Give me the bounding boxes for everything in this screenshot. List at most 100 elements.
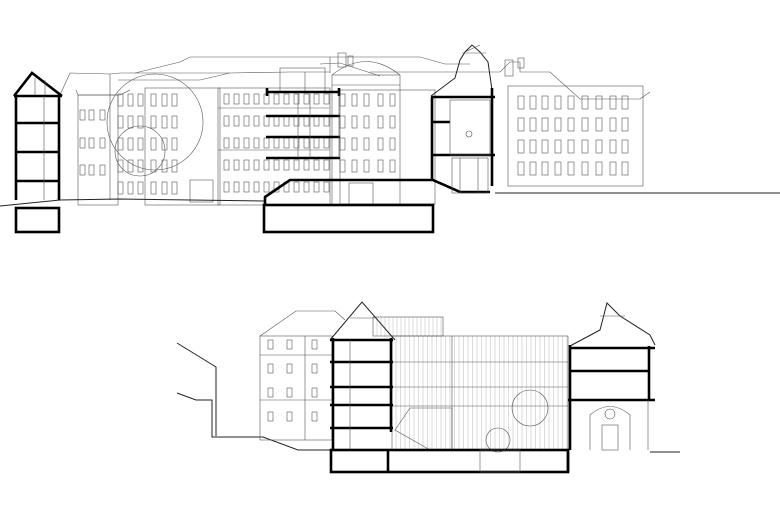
window — [323, 159, 330, 171]
window — [581, 161, 589, 176]
window — [127, 159, 134, 173]
window — [595, 161, 603, 176]
window — [609, 95, 617, 110]
window — [253, 115, 260, 127]
window — [79, 164, 86, 176]
window — [253, 137, 260, 149]
lower-section — [176, 301, 680, 474]
window — [313, 115, 320, 127]
window — [621, 117, 629, 132]
window — [517, 161, 525, 176]
window — [161, 115, 168, 129]
window — [223, 93, 230, 105]
window — [286, 363, 293, 374]
window — [99, 109, 106, 121]
window — [150, 137, 157, 151]
window — [171, 93, 178, 107]
window — [351, 137, 358, 151]
window — [273, 93, 280, 105]
window — [351, 93, 358, 107]
window — [233, 181, 240, 193]
window — [79, 109, 86, 121]
window — [517, 95, 525, 110]
window — [79, 137, 86, 149]
window — [389, 159, 396, 173]
window — [567, 117, 575, 132]
window — [161, 181, 168, 195]
window — [581, 117, 589, 132]
window — [171, 181, 178, 195]
window — [621, 95, 629, 110]
underground-volume — [262, 203, 435, 234]
lower-left-cut-building — [329, 301, 396, 450]
window — [529, 161, 537, 176]
window — [171, 137, 178, 151]
window — [283, 93, 290, 105]
window — [377, 93, 384, 107]
window — [253, 159, 260, 171]
window — [303, 137, 310, 149]
window — [127, 93, 134, 107]
window — [283, 115, 290, 127]
window — [303, 181, 310, 193]
window — [117, 137, 124, 151]
window — [323, 137, 330, 149]
window — [117, 181, 124, 195]
middle-cut-building — [265, 67, 341, 160]
window — [389, 93, 396, 107]
window — [99, 137, 106, 149]
window — [286, 411, 293, 422]
window — [243, 115, 250, 127]
window — [313, 181, 320, 193]
window — [621, 161, 629, 176]
window — [233, 159, 240, 171]
window — [88, 137, 95, 149]
window — [283, 137, 290, 149]
window — [609, 117, 617, 132]
window — [351, 159, 358, 173]
window — [567, 95, 575, 110]
window — [293, 159, 300, 171]
window — [313, 159, 320, 171]
window — [363, 137, 370, 151]
window — [161, 93, 168, 107]
window — [293, 93, 300, 105]
window — [243, 181, 250, 193]
window — [595, 139, 603, 154]
window — [137, 159, 144, 173]
window — [223, 159, 230, 171]
window — [311, 411, 318, 422]
window — [581, 95, 589, 110]
window — [127, 115, 134, 129]
window — [377, 137, 384, 151]
window — [517, 139, 525, 154]
lower-right-cut-building — [568, 302, 656, 451]
window — [541, 161, 549, 176]
window — [339, 93, 346, 107]
podium-roof — [263, 178, 490, 204]
upper-background-buildings — [59, 52, 651, 206]
window — [554, 95, 562, 110]
window — [595, 117, 603, 132]
window — [303, 115, 310, 127]
window — [339, 137, 346, 151]
window — [377, 159, 384, 173]
window — [253, 93, 260, 105]
window — [313, 93, 320, 105]
window — [267, 387, 274, 398]
window — [567, 139, 575, 154]
window — [243, 93, 250, 105]
window — [541, 95, 549, 110]
window — [263, 159, 270, 171]
window — [303, 159, 310, 171]
window — [267, 411, 274, 422]
window — [554, 117, 562, 132]
window — [363, 159, 370, 173]
window — [339, 115, 346, 129]
window — [541, 139, 549, 154]
window — [233, 93, 240, 105]
tree-outline — [106, 73, 204, 171]
window — [311, 387, 318, 398]
window — [609, 161, 617, 176]
